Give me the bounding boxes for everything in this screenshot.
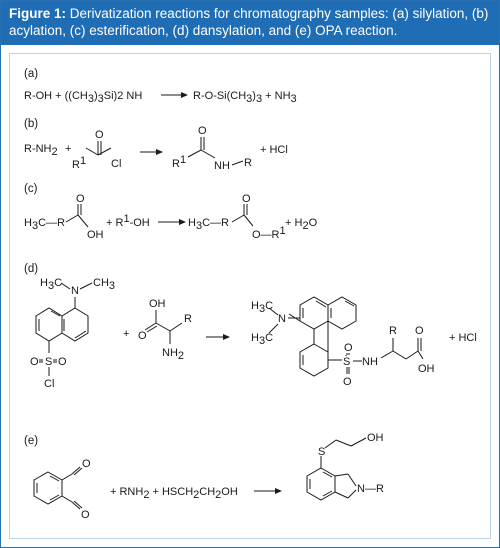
svg-text:H3C: H3C [251, 300, 273, 315]
svg-text:OH: OH [367, 432, 384, 444]
svg-text:R: R [184, 313, 192, 325]
svg-text:OH: OH [87, 229, 104, 241]
figure-caption: Figure 1: Derivatization reactions for c… [1, 1, 499, 45]
svg-text:O: O [95, 129, 104, 141]
label-d: (d) [24, 263, 38, 275]
silylation-reactants: R-OH + ((CH3)3Si)2 NH [24, 90, 142, 105]
reaction-arrow [206, 334, 230, 340]
svg-text:O: O [344, 342, 353, 354]
label-e: (e) [24, 435, 38, 447]
opa-reagents: + RNH2 + HSCH2CH2OH [110, 486, 238, 501]
reaction-arrow [254, 488, 282, 494]
svg-text:OH: OH [149, 298, 166, 310]
reaction-arrow [161, 92, 188, 98]
reaction-arrow [140, 149, 163, 155]
svg-text:R: R [244, 157, 252, 169]
svg-text:NH2: NH2 [162, 347, 184, 362]
svg-text:O: O [415, 325, 424, 337]
svg-text:O: O [82, 458, 91, 470]
amino-acid: OH O R NH2 [138, 298, 192, 362]
svg-text:NH: NH [362, 356, 378, 368]
figure-label: Figure 1: [9, 6, 67, 21]
reaction-d: (d) H3C N CH3 O [24, 263, 477, 390]
label-b: (b) [24, 118, 38, 130]
svg-text:H3C: H3C [251, 332, 273, 347]
svg-text:O: O [58, 356, 67, 368]
isoindole-product: N—R S OH [306, 432, 384, 501]
svg-text:O: O [198, 125, 207, 137]
reaction-c: (c) H3C—R O OH + R1-OH H3C—R [24, 183, 318, 241]
hcl-byproduct: + HCl [449, 332, 477, 344]
reaction-panel: (a) R-OH + ((CH3)3Si)2 NH R-O-Si(CH3)3 +… [9, 53, 491, 539]
svg-text:Cl: Cl [111, 158, 121, 170]
svg-text:N: N [278, 313, 286, 325]
reaction-a: (a) R-OH + ((CH3)3Si)2 NH R-O-Si(CH3)3 +… [24, 68, 297, 105]
svg-text:O: O [76, 193, 85, 205]
reaction-b: (b) R-NH2 + O R1 Cl [24, 118, 288, 172]
phthalaldehyde: O O [33, 458, 91, 521]
svg-text:R: R [389, 325, 397, 337]
svg-text:H3C—R: H3C—R [24, 217, 65, 232]
svg-text:S: S [45, 356, 52, 368]
reaction-e: (e) O O + RNH2 + HSCH2CH2OH [24, 432, 384, 521]
svg-text:S: S [318, 446, 325, 458]
ester-product: H3C—R O O—R1 [188, 193, 286, 241]
svg-text:CH3: CH3 [93, 277, 115, 292]
svg-text:O: O [138, 330, 147, 342]
reaction-schemes: (a) R-OH + ((CH3)3Si)2 NH R-O-Si(CH3)3 +… [24, 68, 477, 521]
water-byproduct: + H2O [285, 217, 318, 232]
svg-text:R1: R1 [72, 155, 86, 171]
svg-text:O: O [343, 376, 352, 388]
silylation-products: R-O-Si(CH3)3 + NH3 [193, 90, 297, 105]
svg-text:N: N [71, 285, 79, 297]
acyl-chloride: O R1 Cl [72, 129, 121, 171]
caption-text: Derivatization reactions for chromatogra… [9, 6, 489, 38]
svg-text:NH: NH [214, 160, 230, 172]
svg-text:OH: OH [418, 363, 435, 375]
amine: R-NH2 [24, 143, 58, 158]
svg-text:O: O [30, 356, 39, 368]
alcohol: + R1-OH [106, 213, 150, 229]
svg-text:Cl: Cl [44, 378, 54, 390]
svg-text:N—R: N—R [357, 483, 384, 495]
label-c: (c) [24, 183, 38, 195]
svg-text:O: O [242, 193, 251, 205]
svg-text:O: O [81, 509, 90, 521]
svg-text:R1: R1 [172, 154, 186, 170]
carboxylic-acid: H3C—R O OH [24, 193, 104, 241]
amide-product: O R1 NH R [172, 125, 252, 172]
reaction-arrow [158, 219, 186, 225]
svg-text:H3C—R: H3C—R [188, 217, 229, 232]
plus-sign: + [123, 328, 129, 340]
plus-sign: + [65, 143, 71, 155]
label-a: (a) [24, 68, 38, 80]
svg-text:S: S [343, 356, 350, 368]
dansyl-product: H3C N H3C [251, 296, 435, 388]
dansyl-chloride: H3C N CH3 O S [30, 277, 115, 390]
hcl-byproduct: + HCl [260, 144, 288, 156]
svg-text:H3C: H3C [40, 277, 62, 292]
svg-text:O—R1: O—R1 [252, 225, 286, 241]
